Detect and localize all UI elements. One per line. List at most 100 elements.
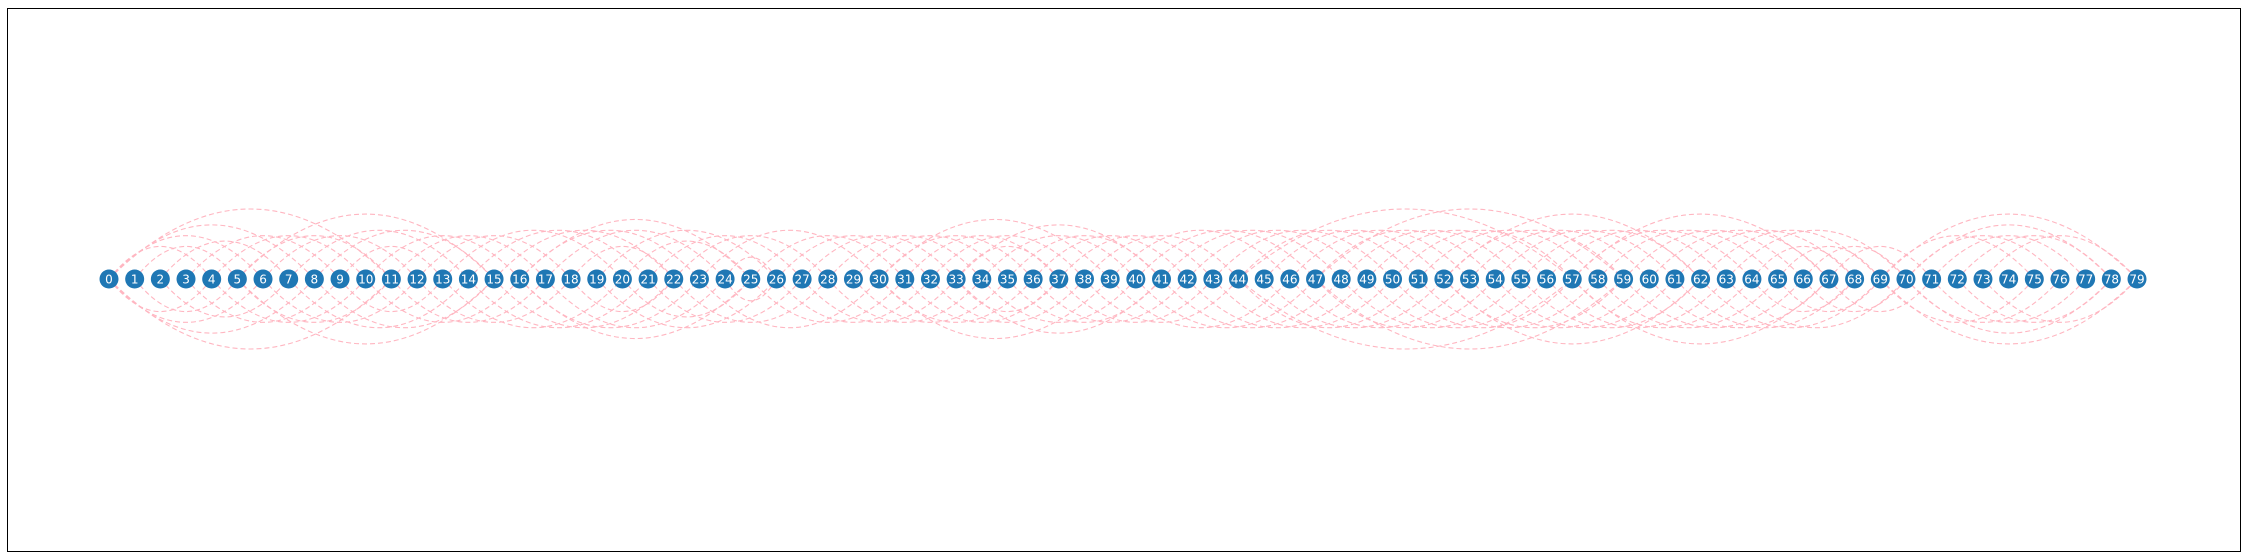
node-49: 49 (1357, 269, 1377, 289)
node-49-label: 49 (1359, 273, 1374, 287)
node-46-label: 46 (1282, 273, 1297, 287)
node-65-label: 65 (1770, 273, 1785, 287)
node-45-label: 45 (1257, 273, 1272, 287)
node-38: 38 (1074, 269, 1094, 289)
node-8-circle (304, 269, 324, 289)
node-70-circle (1896, 269, 1916, 289)
node-66: 66 (1793, 269, 1813, 289)
node-69: 69 (1870, 269, 1890, 289)
node-44: 44 (1229, 269, 1249, 289)
node-67-circle (1819, 269, 1839, 289)
edge-70-78-lower-arc (1905, 278, 2112, 334)
node-62-circle (1691, 269, 1711, 289)
node-56-label: 56 (1539, 273, 1554, 287)
node-25-label: 25 (743, 273, 758, 287)
edge-11-17-lower-arc (390, 278, 546, 323)
node-35-label: 35 (1000, 273, 1015, 287)
node-0-circle (99, 269, 119, 289)
node-52: 52 (1434, 269, 1454, 289)
node-59-label: 59 (1616, 273, 1631, 287)
edge-4-10-lower-arc (211, 278, 367, 323)
node-51: 51 (1408, 269, 1428, 289)
edge-47-54-lower-arc (1315, 278, 1496, 329)
edge-49-56-lower-arc (1366, 278, 1547, 329)
node-13: 13 (433, 269, 453, 289)
edge-20-25-lower-arc (621, 278, 752, 318)
edge-12-18-upper-arc (416, 235, 572, 280)
node-0-label: 0 (105, 273, 113, 287)
node-18-circle (561, 269, 581, 289)
node-70: 70 (1896, 269, 1916, 289)
edge-23-30-lower-arc (699, 278, 880, 329)
node-24: 24 (715, 269, 735, 289)
node-7-circle (279, 269, 299, 289)
node-4-circle (202, 269, 222, 289)
node-40: 40 (1126, 269, 1146, 289)
node-48-circle (1331, 269, 1351, 289)
edge-10-16-lower-arc (365, 278, 521, 323)
edge-20-25-upper-arc (621, 240, 752, 280)
node-2: 2 (150, 269, 170, 289)
node-72: 72 (1947, 269, 1967, 289)
node-73-label: 73 (1975, 273, 1990, 287)
node-32-circle (920, 269, 940, 289)
edge-44-57-upper-arc (1238, 208, 1573, 280)
edge-19-26-lower-arc (596, 278, 777, 329)
node-36-label: 36 (1026, 273, 1041, 287)
edge-30-39-lower-arc (878, 278, 1111, 340)
edge-16-23-lower-arc (519, 278, 700, 329)
edge-5-11-lower-arc (236, 278, 392, 323)
edge-46-53-upper-arc (1289, 229, 1470, 280)
edge-22-28-upper-arc (673, 235, 829, 280)
edge-27-33-upper-arc (801, 235, 957, 280)
node-18: 18 (561, 269, 581, 289)
node-53-label: 53 (1462, 273, 1477, 287)
node-46: 46 (1280, 269, 1300, 289)
edge-26-32-upper-arc (776, 235, 931, 280)
node-47-label: 47 (1308, 273, 1323, 287)
node-23-label: 23 (692, 273, 707, 287)
node-55-circle (1511, 269, 1531, 289)
node-0: 0 (99, 269, 119, 289)
edge-12-18-lower-arc (416, 278, 572, 323)
node-51-circle (1408, 269, 1428, 289)
node-41: 41 (1152, 269, 1172, 289)
node-52-circle (1434, 269, 1454, 289)
node-26-label: 26 (769, 273, 784, 287)
node-5-label: 5 (234, 273, 242, 287)
edge-1-5-lower-arc (134, 278, 238, 312)
node-10-circle (356, 269, 376, 289)
node-4: 4 (202, 269, 222, 289)
node-2-label: 2 (157, 273, 165, 287)
node-25-circle (741, 269, 761, 289)
node-79-circle (2127, 269, 2147, 289)
node-19-circle (587, 269, 607, 289)
node-12-circle (407, 269, 427, 289)
node-29: 29 (843, 269, 863, 289)
edge-2-7-lower-arc (159, 278, 290, 318)
node-65: 65 (1768, 269, 1788, 289)
node-8-label: 8 (311, 273, 319, 287)
node-35-circle (997, 269, 1017, 289)
edge-29-35-upper-arc (853, 235, 1008, 280)
node-9: 9 (330, 269, 350, 289)
node-29-circle (843, 269, 863, 289)
edge-28-34-upper-arc (827, 235, 983, 280)
node-16-label: 16 (512, 273, 527, 287)
node-27-circle (792, 269, 812, 289)
node-77-label: 77 (2078, 273, 2093, 287)
node-25: 25 (741, 269, 761, 289)
edge-52-62-lower-arc (1443, 278, 1701, 345)
edge-58-65-lower-arc (1597, 278, 1779, 329)
edge-9-13-upper-arc (339, 246, 444, 280)
node-28-label: 28 (820, 273, 835, 287)
node-15-label: 15 (486, 273, 501, 287)
node-27: 27 (792, 269, 812, 289)
edge-14-21-upper-arc (467, 229, 649, 280)
node-12-label: 12 (409, 273, 424, 287)
node-79: 79 (2127, 269, 2147, 289)
node-37: 37 (1049, 269, 1069, 289)
node-24-label: 24 (717, 273, 732, 287)
